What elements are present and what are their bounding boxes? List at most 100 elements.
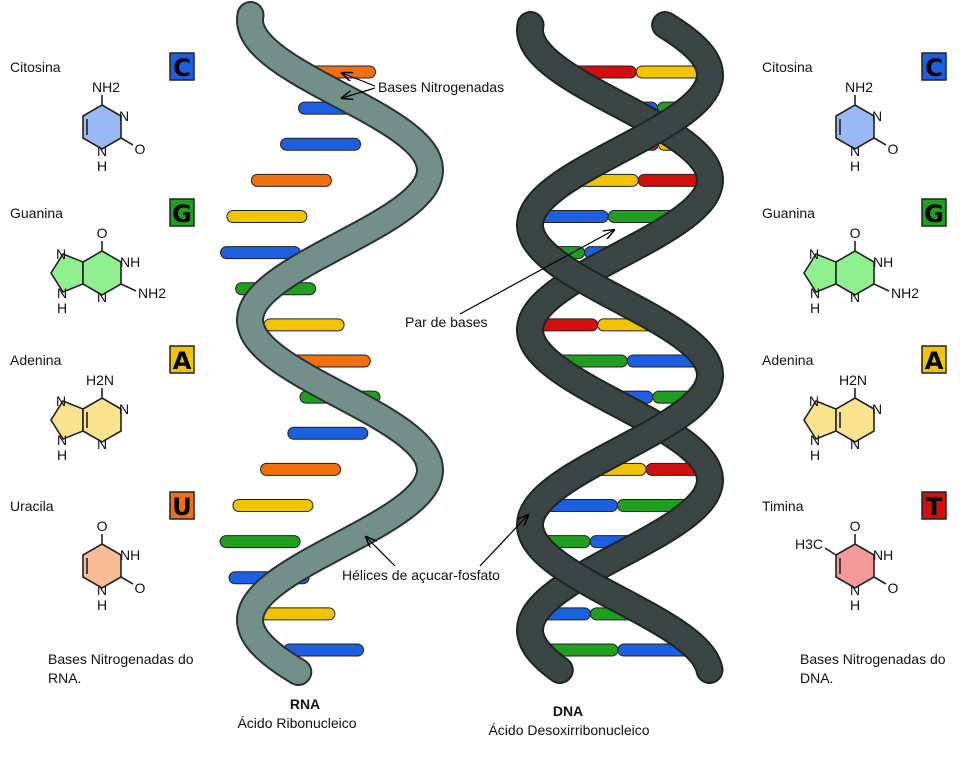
atom-label: N <box>850 143 860 159</box>
arrow-bases-1 <box>342 73 376 87</box>
atom-label: O <box>888 141 899 157</box>
atom-label: H <box>57 447 67 463</box>
rna-base-u <box>260 462 342 476</box>
dna-subtitle: Ácido Desoxirribonucleico <box>488 722 649 738</box>
base-name: Timina <box>762 498 804 514</box>
atom-label: H <box>850 158 860 174</box>
label-helices: Hélices de açucar-fosfato <box>342 567 500 583</box>
atom-label: N <box>119 401 129 417</box>
atom-label: N <box>872 401 882 417</box>
dna-sugar-phosphate-strand-2 <box>517 13 723 682</box>
atom-label: N <box>56 393 66 409</box>
rna-base-a <box>232 499 314 512</box>
base-letter: C <box>173 54 191 82</box>
atom-label: H <box>850 597 860 613</box>
atom-label: H <box>810 447 820 463</box>
atom-label: NH <box>120 254 140 270</box>
base-letter-badge: A <box>169 345 195 375</box>
atom-label: O <box>97 225 108 241</box>
base-letter-badge: T <box>921 491 947 521</box>
base-letter-badge: G <box>169 198 195 228</box>
base-letter: U <box>172 493 192 521</box>
atom-label: H <box>810 300 820 316</box>
base-letter: C <box>925 54 943 82</box>
dna-helix <box>515 11 725 684</box>
base-letter-badge: A <box>921 345 947 375</box>
rna-title: RNA <box>290 696 320 712</box>
dna-caption-line1: Bases Nitrogenadas do <box>800 651 946 667</box>
atom-label: N <box>57 432 67 448</box>
atom-label: N <box>97 436 107 452</box>
atom-label: N <box>850 582 860 598</box>
base-name: Uracila <box>10 498 54 514</box>
base-letter: G <box>924 200 944 228</box>
atom-label: N <box>850 436 860 452</box>
base-letter: A <box>173 347 192 375</box>
base-name: Adenina <box>762 352 814 368</box>
atom-label: H <box>97 158 107 174</box>
atom-label: N <box>872 108 882 124</box>
arrow-bases-2 <box>342 87 376 98</box>
atom-label: NH2 <box>891 285 919 301</box>
base-letter: A <box>925 347 944 375</box>
dna-caption-line2: DNA. <box>800 670 833 686</box>
atom-label: N <box>97 289 107 305</box>
atom-label: O <box>850 518 861 534</box>
rna-base-c <box>220 246 302 260</box>
atom-label: NH2 <box>92 79 120 95</box>
atom-label: NH <box>873 547 893 563</box>
atom-label: O <box>97 518 108 534</box>
atom-label: H2N <box>86 372 114 388</box>
atom-label: O <box>888 580 899 596</box>
base-letter-badge: U <box>169 491 195 521</box>
atom-label: H <box>97 597 107 613</box>
rna-caption-line1: Bases Nitrogenadas do <box>48 651 194 667</box>
base-name: Citosina <box>10 59 61 75</box>
atom-label: N <box>119 108 129 124</box>
arrow-helices-dna <box>479 515 528 567</box>
rna-sugar-phosphate-backbone <box>237 3 443 684</box>
base-letter-badge: C <box>169 52 195 82</box>
rna-base-a <box>263 318 345 332</box>
rna-base-g <box>219 535 301 549</box>
rna-base-c <box>287 426 369 440</box>
rna-caption-line2: RNA. <box>48 670 81 686</box>
base-letter: T <box>926 493 943 521</box>
base-name: Citosina <box>762 59 813 75</box>
rna-base-u <box>250 173 332 187</box>
arrow-helices-rna <box>366 537 396 567</box>
base-name: Guanina <box>762 205 815 221</box>
atom-label: O <box>135 580 146 596</box>
base-letter: G <box>172 200 192 228</box>
atom-label: H <box>57 300 67 316</box>
atom-label: N <box>56 246 66 262</box>
base-letter-badge: G <box>921 198 947 228</box>
label-bases-nitrogenadas: Bases Nitrogenadas <box>378 79 504 95</box>
atom-label: O <box>135 141 146 157</box>
arrow-pair <box>459 230 614 315</box>
atom-label: N <box>809 393 819 409</box>
atom-label: N <box>809 246 819 262</box>
dna-title: DNA <box>553 703 583 719</box>
atom-label: N <box>57 285 67 301</box>
atom-label: NH2 <box>845 79 873 95</box>
dna-caption: Bases Nitrogenadas do DNA. <box>800 651 946 686</box>
atom-label: H2N <box>839 372 867 388</box>
base-letter-badge: C <box>921 52 947 82</box>
